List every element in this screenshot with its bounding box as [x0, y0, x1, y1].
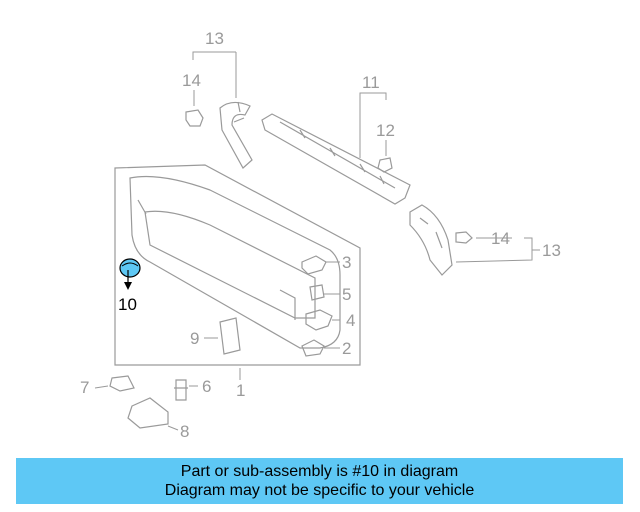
- callout-8: 8: [180, 422, 189, 441]
- info-banner: Part or sub-assembly is #10 in diagram D…: [16, 458, 623, 504]
- callout-5: 5: [342, 285, 351, 304]
- clip-2: [301, 339, 325, 357]
- clip-12: [377, 157, 393, 173]
- callout-14-right: 14: [491, 229, 510, 248]
- clip-14-right: [455, 231, 473, 244]
- clip-4: [305, 309, 333, 331]
- banner-line-2: Diagram may not be specific to your vehi…: [164, 482, 475, 499]
- callout-14-top: 14: [182, 71, 201, 90]
- clip-14-upper: [185, 109, 204, 127]
- callout-6: 6: [202, 377, 211, 396]
- pad-9: [219, 317, 241, 355]
- banner-line-1: Part or sub-assembly is #10 in diagram: [180, 463, 459, 480]
- callout-7: 7: [80, 378, 89, 397]
- callout-9: 9: [190, 329, 199, 348]
- callout-12: 12: [376, 121, 395, 140]
- clip-5: [309, 284, 325, 301]
- callout-1: 1: [236, 381, 245, 400]
- callout-4: 4: [346, 311, 355, 330]
- bracket-8: [127, 397, 169, 429]
- callout-10-highlighted: 10: [118, 295, 137, 314]
- parts-diagram: 13 14 11 12 14 13 3 5 4 2 9 1 7 6 8 10: [80, 29, 561, 441]
- callout-13-right: 13: [542, 241, 561, 260]
- push-clip-10: [119, 258, 141, 290]
- clip-3: [301, 255, 327, 275]
- assembly-outline: [114, 164, 361, 366]
- screw-6: [174, 379, 188, 401]
- upper-left-pillar-trim: [219, 101, 253, 169]
- garnish-11: [261, 113, 411, 205]
- callout-13-top: 13: [205, 29, 224, 48]
- lift-gate-trim-panel: [129, 175, 341, 349]
- upper-right-pillar-trim: [409, 204, 453, 276]
- callout-3: 3: [342, 253, 351, 272]
- callout-11: 11: [362, 73, 380, 92]
- nut-7: [109, 375, 135, 392]
- callout-2: 2: [342, 339, 351, 358]
